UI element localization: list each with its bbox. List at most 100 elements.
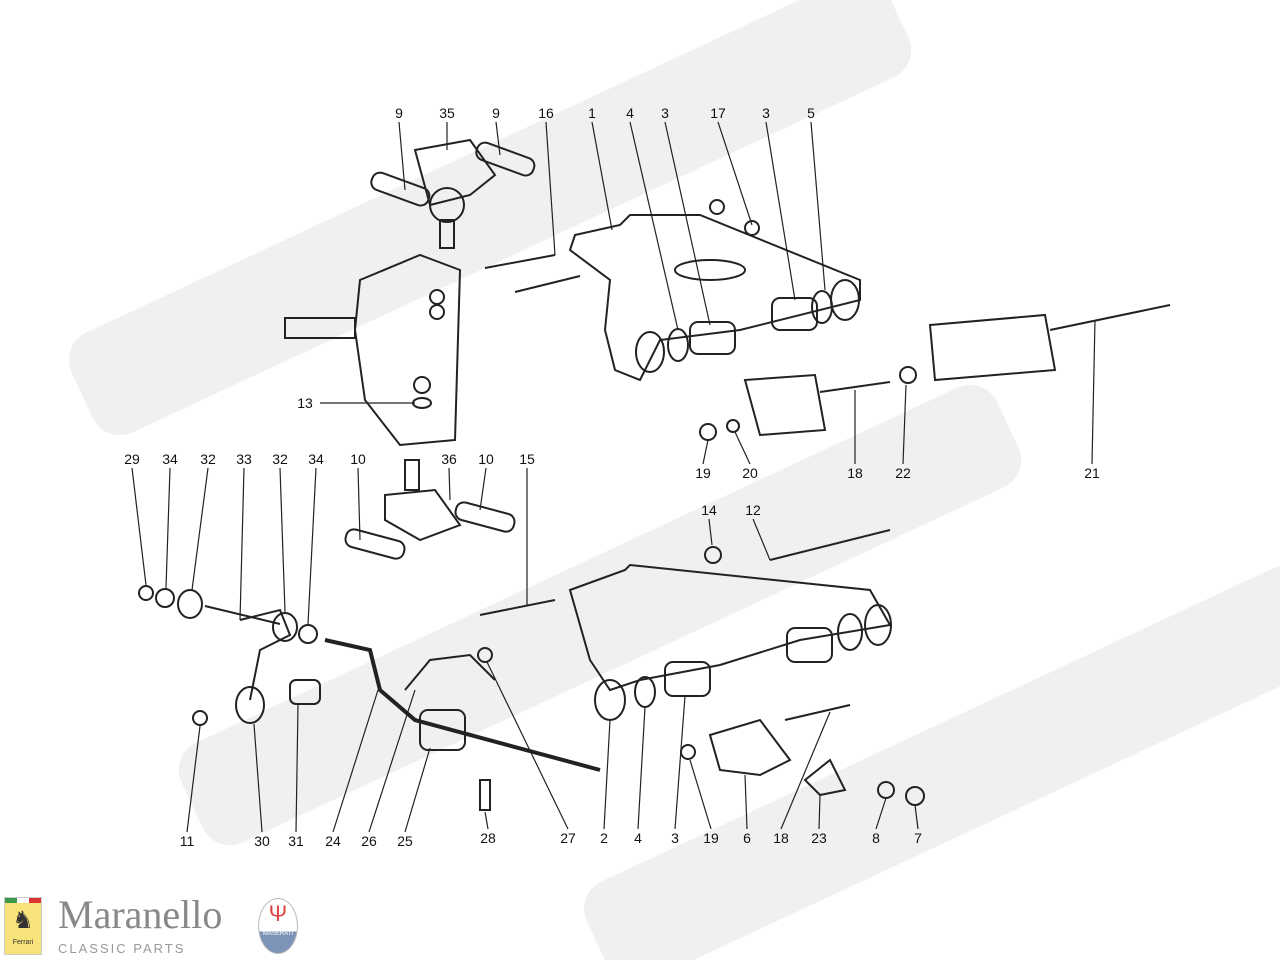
trident-icon: Ψ bbox=[268, 901, 288, 926]
leader-line bbox=[131, 467, 147, 586]
leader-line bbox=[253, 723, 263, 833]
leader-line bbox=[875, 797, 887, 830]
bushing bbox=[635, 331, 665, 373]
callout-16: 16 bbox=[538, 105, 554, 121]
leader-line bbox=[545, 121, 556, 256]
bolt bbox=[1049, 304, 1171, 331]
watermark-band bbox=[178, 384, 1022, 846]
maserati-text: MASERATI bbox=[262, 931, 294, 937]
leader-line bbox=[191, 467, 209, 591]
leader-line bbox=[239, 467, 245, 621]
callout-12: 12 bbox=[745, 502, 761, 518]
callout-3: 3 bbox=[671, 830, 679, 846]
callout-31: 31 bbox=[288, 833, 304, 849]
callout-24: 24 bbox=[325, 833, 341, 849]
plate bbox=[475, 141, 536, 177]
callout-4: 4 bbox=[634, 830, 642, 846]
washer bbox=[837, 613, 863, 651]
nut bbox=[899, 366, 917, 384]
watermark-band bbox=[68, 0, 912, 436]
leader-line bbox=[752, 518, 771, 561]
bolt bbox=[514, 275, 581, 293]
bolt bbox=[819, 381, 891, 393]
callout-14: 14 bbox=[701, 502, 717, 518]
callout-26: 26 bbox=[361, 833, 377, 849]
leader-line bbox=[479, 467, 487, 511]
stabilizer-bar bbox=[324, 638, 601, 772]
leader-line bbox=[591, 121, 613, 231]
leader-line bbox=[689, 759, 712, 830]
callout-18: 18 bbox=[847, 465, 863, 481]
washer bbox=[298, 624, 318, 644]
callout-21: 21 bbox=[1084, 465, 1100, 481]
callout-10: 10 bbox=[478, 451, 494, 467]
callout-13: 13 bbox=[297, 395, 313, 411]
bushing bbox=[771, 297, 818, 331]
leader-line bbox=[486, 661, 569, 830]
callout-34: 34 bbox=[162, 451, 178, 467]
callout-15: 15 bbox=[519, 451, 535, 467]
washer bbox=[634, 676, 656, 708]
callout-32: 32 bbox=[200, 451, 216, 467]
bushing bbox=[689, 321, 736, 355]
bushing bbox=[272, 612, 298, 642]
leader-line bbox=[484, 811, 489, 830]
shim bbox=[803, 758, 847, 797]
link-eye bbox=[235, 686, 265, 724]
leader-line bbox=[818, 794, 821, 830]
bolt bbox=[784, 704, 851, 721]
nut bbox=[680, 744, 696, 760]
nut bbox=[744, 220, 760, 236]
bracket bbox=[743, 373, 827, 437]
callout-17: 17 bbox=[710, 105, 726, 121]
leader-line bbox=[674, 695, 686, 830]
leader-line bbox=[165, 467, 171, 589]
callout-4: 4 bbox=[626, 105, 634, 121]
leader-line bbox=[780, 711, 831, 830]
callout-25: 25 bbox=[397, 833, 413, 849]
nut bbox=[413, 376, 431, 394]
brand-name: Maranello bbox=[58, 892, 223, 937]
nut bbox=[704, 546, 722, 564]
spindle bbox=[284, 317, 356, 339]
leader-lines bbox=[131, 121, 1096, 833]
wishbone-hole bbox=[674, 259, 746, 281]
leader-line bbox=[1091, 319, 1096, 465]
callout-36: 36 bbox=[441, 451, 457, 467]
callout-18: 18 bbox=[773, 830, 789, 846]
ball-joint bbox=[384, 488, 462, 542]
lower-wishbone bbox=[568, 563, 892, 692]
leader-line bbox=[332, 689, 379, 833]
callout-1: 1 bbox=[588, 105, 596, 121]
washer bbox=[877, 781, 895, 799]
leader-line bbox=[186, 725, 201, 833]
leader-line bbox=[702, 439, 709, 465]
callout-19: 19 bbox=[703, 830, 719, 846]
watermark-bands bbox=[68, 0, 1280, 960]
link-rod bbox=[204, 605, 281, 625]
leader-line bbox=[307, 467, 317, 625]
leader-line bbox=[717, 121, 753, 226]
callout-6: 6 bbox=[743, 830, 751, 846]
leader-line bbox=[398, 121, 406, 191]
maserati-logo: Ψ MASERATI bbox=[258, 898, 298, 954]
ferrari-text: Ferrari bbox=[12, 939, 34, 946]
stud bbox=[404, 459, 420, 491]
bushing bbox=[594, 679, 626, 721]
callout-2: 2 bbox=[600, 830, 608, 846]
bolt bbox=[769, 529, 891, 561]
bushing bbox=[864, 604, 892, 646]
leader-line bbox=[765, 121, 796, 301]
watermark-band bbox=[584, 565, 1280, 960]
clamp bbox=[404, 653, 496, 691]
leader-line bbox=[368, 689, 416, 833]
washer bbox=[155, 588, 175, 608]
bolt bbox=[484, 254, 556, 269]
callout-20: 20 bbox=[742, 465, 758, 481]
leader-line bbox=[708, 518, 713, 546]
plate bbox=[344, 528, 406, 560]
ferrari-logo: ♞ Ferrari bbox=[4, 897, 42, 955]
nut bbox=[429, 304, 445, 320]
